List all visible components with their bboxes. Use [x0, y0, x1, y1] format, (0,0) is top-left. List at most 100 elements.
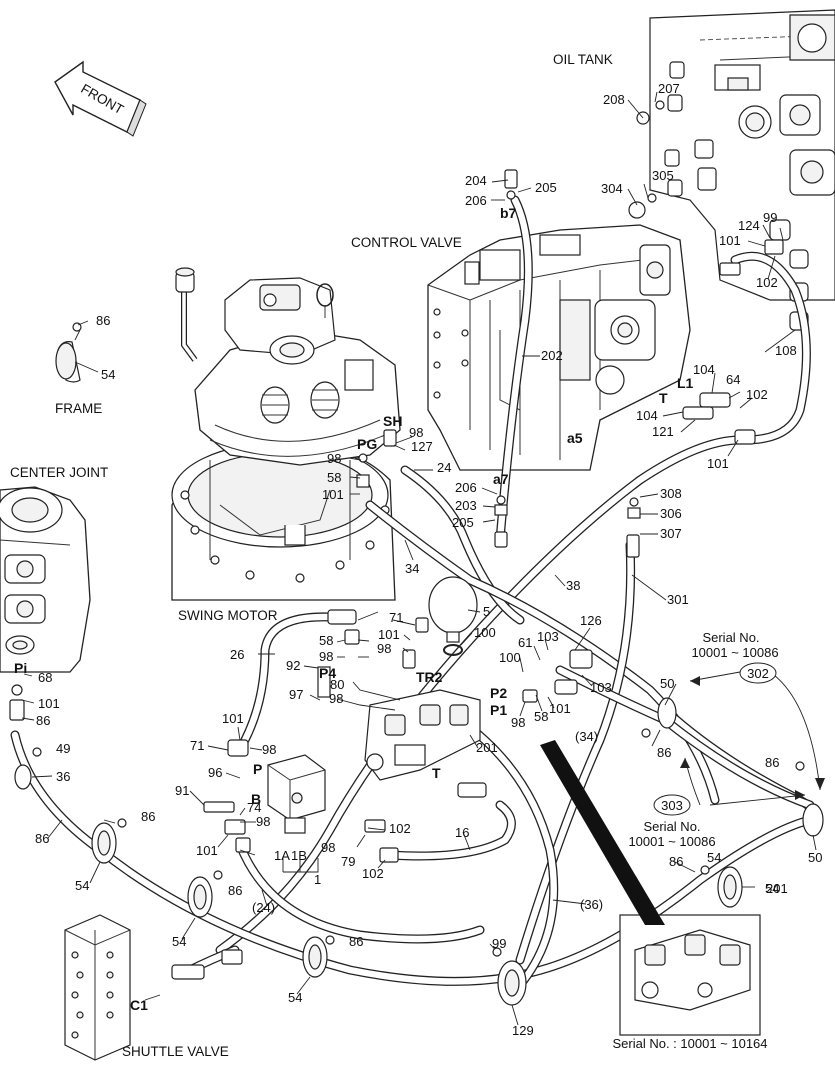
- part-number: 68: [38, 670, 52, 685]
- part-number: 203: [455, 498, 477, 513]
- port-label: TR2: [416, 669, 443, 685]
- part-number: 86: [228, 883, 242, 898]
- part-number: 1B: [291, 848, 307, 863]
- part-number: 26: [230, 647, 244, 662]
- front-arrow: FRONT: [54, 60, 147, 137]
- part-number: 92: [286, 658, 300, 673]
- part-number: 97: [289, 687, 303, 702]
- part-number: 205: [535, 180, 557, 195]
- part-number: 100: [499, 650, 521, 665]
- part-number: 58: [319, 633, 333, 648]
- port-label: T: [432, 765, 441, 781]
- part-number: 54: [707, 850, 721, 865]
- port-label: B: [251, 791, 261, 807]
- part-number: 64: [726, 372, 740, 387]
- part-number: 102: [362, 866, 384, 881]
- shuttle-valve: [64, 914, 131, 1061]
- part-number: 5: [483, 604, 490, 619]
- serial-302-range: 10001 ~ 10086: [691, 645, 778, 660]
- part-number: 61: [518, 635, 532, 650]
- part-number: 126: [580, 613, 602, 628]
- part-number: 50: [808, 850, 822, 865]
- part-number: 99: [763, 210, 777, 225]
- part-number: 103: [590, 680, 612, 695]
- part-number: 74: [247, 800, 261, 815]
- center-joint-caption: CENTER JOINT: [10, 465, 108, 480]
- leader-lines: [21, 91, 817, 1026]
- part-number: 86: [669, 854, 683, 869]
- accumulator: [428, 576, 478, 656]
- part-number: 54: [288, 990, 302, 1005]
- part-number: 86: [141, 809, 155, 824]
- part-number: 98: [262, 742, 276, 757]
- part-number: 98: [319, 649, 333, 664]
- part-number: 104: [693, 362, 715, 377]
- part-number: 86: [765, 755, 779, 770]
- port-label: C1: [130, 997, 148, 1013]
- part-number: 16: [455, 825, 469, 840]
- inset-pointer: [540, 740, 665, 925]
- part-number: 86: [657, 745, 671, 760]
- swing-motor-caption: SWING MOTOR: [178, 608, 278, 623]
- serial-callouts: [680, 671, 825, 806]
- part-number: 98: [409, 425, 423, 440]
- part-number: 104: [636, 408, 658, 423]
- part-number: 86: [35, 831, 49, 846]
- part-number: 301: [667, 592, 689, 607]
- part-number: 1: [314, 872, 321, 887]
- part-number: 71: [389, 610, 403, 625]
- pilot-block: [267, 754, 326, 834]
- port-label: SH: [383, 413, 402, 429]
- part-number: 102: [389, 821, 411, 836]
- part-number: 108: [775, 343, 797, 358]
- frame-caption: FRAME: [55, 401, 102, 416]
- serial-201: Serial No. : 10001 ~ 10164: [612, 1036, 767, 1051]
- port-label: P2: [490, 685, 507, 701]
- part-number: 103: [537, 629, 559, 644]
- part-number: 86: [96, 313, 110, 328]
- part-number: 54: [101, 367, 115, 382]
- part-number: 98: [329, 691, 343, 706]
- part-number: 101: [549, 701, 571, 716]
- part-number: 86: [349, 934, 363, 949]
- part-number: 98: [256, 814, 270, 829]
- part-number: 98: [321, 840, 335, 855]
- part-number: 100: [474, 625, 496, 640]
- part-number: 86: [36, 713, 50, 728]
- part-number: 207: [658, 81, 680, 96]
- part-number: 58: [327, 470, 341, 485]
- part-number: 101: [719, 233, 741, 248]
- part-number: 306: [660, 506, 682, 521]
- part-number: 38: [566, 578, 580, 593]
- part-number: 101: [378, 627, 400, 642]
- part-number: 101: [196, 843, 218, 858]
- part-number: 71: [190, 738, 204, 753]
- hoses: [10, 195, 823, 990]
- part-number: 124: [738, 218, 760, 233]
- control-valve: [427, 224, 691, 471]
- part-number: 307: [660, 526, 682, 541]
- part-number: 206: [465, 193, 487, 208]
- serial-302-title: Serial No.: [702, 630, 759, 645]
- part-number: 49: [56, 741, 70, 756]
- port-label: P: [253, 761, 262, 777]
- port-label: P1: [490, 702, 507, 718]
- bolts-86: [32, 728, 805, 957]
- port-label: PG: [357, 436, 377, 452]
- fittings: [9, 169, 784, 980]
- part-number: 204: [465, 173, 487, 188]
- part-number: 98: [511, 715, 525, 730]
- clamps: [14, 697, 824, 1006]
- part-number: 127: [411, 439, 433, 454]
- control-valve-caption: CONTROL VALVE: [351, 235, 462, 250]
- port-label: Pi: [14, 660, 27, 676]
- part-number: (34): [575, 729, 598, 744]
- part-number: 121: [652, 424, 674, 439]
- part-number: 34: [405, 561, 419, 576]
- part-number: 102: [756, 275, 778, 290]
- callout-302: 302: [747, 666, 769, 681]
- part-number: 305: [652, 168, 674, 183]
- part-number: 54: [75, 878, 89, 893]
- part-number: 54: [765, 881, 779, 896]
